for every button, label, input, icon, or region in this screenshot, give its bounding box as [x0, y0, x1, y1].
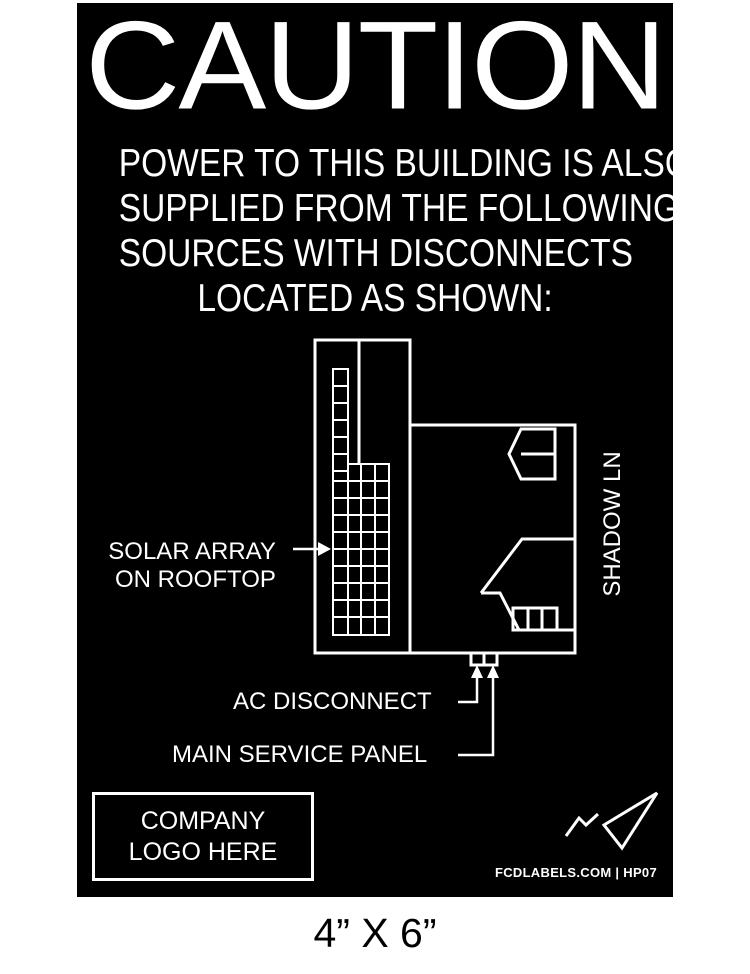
footer-credit: FCDLABELS.COM | HP07 [494, 865, 657, 880]
logo-line1: COMPANY [140, 806, 266, 835]
warning-line: LOCATED AS SHOWN: [197, 277, 553, 320]
north-arrow-icon [564, 791, 659, 851]
solar-label-line2: ON ROOFTOP [115, 566, 276, 593]
warning-line: SOURCES WITH DISCONNECTS [118, 232, 634, 275]
size-label: 4” X 6” [313, 910, 437, 956]
garage-window [511, 606, 559, 632]
logo-line2: LOGO HERE [128, 837, 278, 866]
solar-arrowhead [318, 542, 331, 556]
warning-line: POWER TO THIS BUILDING IS ALSO [118, 142, 673, 185]
ac-disconnect-box [469, 651, 486, 667]
bay-window [507, 427, 557, 481]
warning-line: SUPPLIED FROM THE FOLLOWING [118, 187, 673, 230]
building-outline [313, 338, 577, 655]
warning-text: POWER TO THIS BUILDING IS ALSO SUPPLIED … [118, 141, 673, 321]
street-label: SHADOW LN [599, 451, 626, 597]
garage-roof [479, 537, 575, 594]
main-panel-arrow [458, 673, 495, 757]
main-arrowhead [487, 665, 499, 678]
garage-window-mullions [526, 608, 544, 630]
ac-disconnect-arrow [458, 673, 479, 704]
company-logo-placeholder: COMPANY LOGO HERE [92, 792, 314, 881]
solar-array-label: SOLAR ARRAY ON ROOFTOP [105, 538, 276, 594]
building-site-diagram [293, 338, 659, 851]
caution-placard: CAUTION POWER TO THIS BUILDING IS ALSO S… [77, 3, 673, 897]
ac-arrowhead [471, 665, 483, 678]
solar-array [332, 368, 390, 636]
ac-disconnect-label: AC DISCONNECT [233, 688, 432, 715]
main-service-panel-box [482, 651, 499, 667]
main-service-panel-label: MAIN SERVICE PANEL [172, 741, 428, 768]
caution-heading: CAUTION [85, 3, 667, 136]
solar-label-line1: SOLAR ARRAY [108, 538, 276, 565]
